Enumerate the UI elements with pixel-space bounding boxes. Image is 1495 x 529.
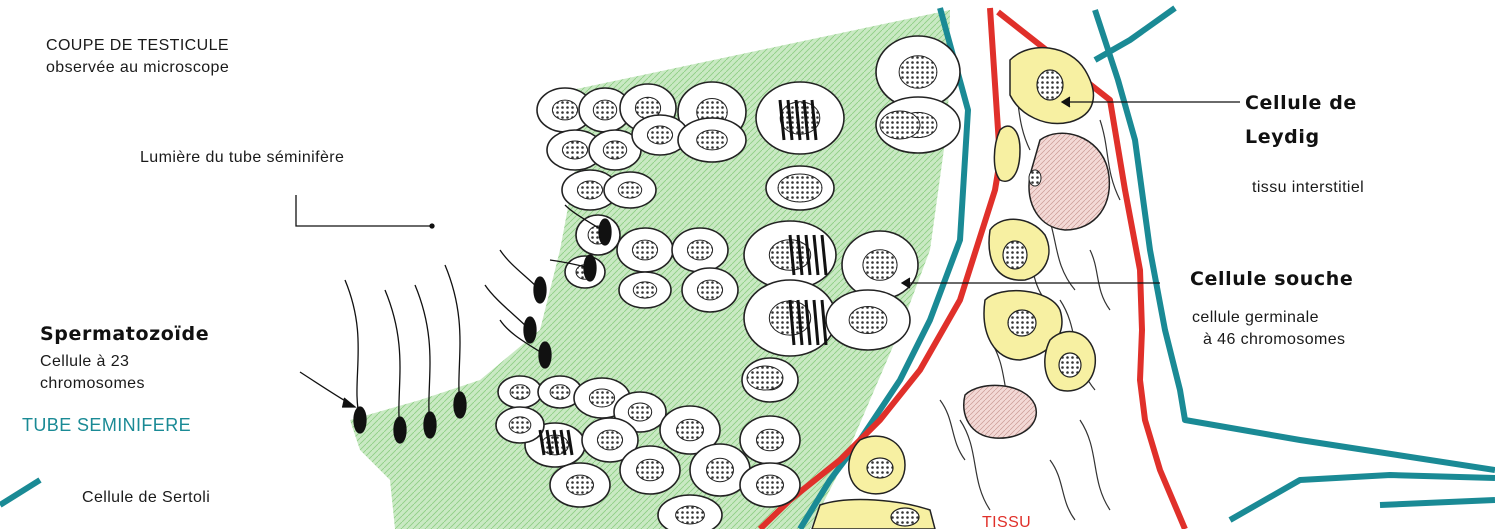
dotted-nucleus-icon (676, 506, 705, 524)
tube-label: TUBE SEMINIFERE (22, 416, 191, 435)
stem-cell-label: Cellule souche (1190, 270, 1353, 289)
dotted-nucleus-icon (778, 174, 822, 202)
sperm-cell-icon (454, 392, 466, 418)
spermatozoid-sub2: chromosomes (40, 374, 145, 393)
dotted-nucleus-icon (562, 141, 587, 159)
dotted-nucleus-icon (899, 56, 937, 88)
sperm-cell-icon (424, 412, 436, 438)
dotted-nucleus-icon (697, 130, 728, 150)
germinal-label-1: cellule germinale (1192, 308, 1319, 327)
dotted-nucleus-icon (510, 385, 530, 399)
dotted-nucleus-icon (618, 182, 641, 198)
dotted-nucleus-icon (628, 403, 651, 421)
small-nucleus (1029, 170, 1041, 186)
dotted-nucleus-icon (849, 307, 887, 334)
dotted-nucleus-icon (880, 111, 920, 139)
dotted-nucleus-icon (589, 389, 614, 407)
dotted-nucleus-icon (603, 141, 626, 159)
dotted-nucleus-icon (633, 282, 656, 298)
dotted-nucleus-icon (863, 250, 897, 281)
dotted-nucleus-icon (597, 430, 622, 450)
dotted-nucleus-icon (632, 240, 657, 260)
sperm-tail (445, 265, 460, 405)
section-title: COUPE DE TESTICULE (46, 36, 229, 55)
tissue-label: TISSU (982, 513, 1031, 529)
leydig-label-2: Leydig (1245, 128, 1320, 147)
dotted-nucleus-icon (677, 419, 704, 441)
dotted-nucleus-icon (509, 417, 531, 433)
section-subtitle: observée au microscope (46, 58, 229, 77)
spermatozoid-label: Spermatozoïde (40, 325, 209, 344)
spermatozoid-sub1: Cellule à 23 (40, 352, 129, 371)
dotted-nucleus-icon (567, 475, 594, 495)
lumen-label: Lumière du tube séminifère (140, 148, 344, 167)
sperm-tail (345, 280, 360, 420)
leydig-label-1: Cellule de (1245, 94, 1357, 113)
dotted-nucleus-icon (647, 126, 672, 144)
dotted-nucleus-icon (552, 100, 577, 120)
dotted-nucleus-icon (747, 366, 783, 390)
sertoli-label: Cellule de Sertoli (82, 488, 210, 507)
sperm-cell-icon (524, 317, 536, 343)
sperm-cell-icon (539, 342, 551, 368)
sperm-tail (485, 285, 530, 330)
sperm-cell-icon (599, 219, 611, 245)
germinal-label-2: à 46 chromosomes (1203, 330, 1345, 349)
sperm-cell-icon (394, 417, 406, 443)
dotted-nucleus-icon (637, 459, 664, 481)
dotted-nucleus-icon (577, 181, 602, 199)
dotted-nucleus-icon (757, 429, 784, 451)
sperm-cell-icon (354, 407, 366, 433)
dotted-nucleus-icon (593, 100, 616, 120)
interstitial-label: tissu interstitiel (1252, 178, 1364, 197)
dotted-nucleus-icon (707, 458, 734, 481)
sperm-cell-icon (584, 255, 596, 281)
dotted-nucleus-icon (687, 240, 712, 260)
sperm-cell-icon (534, 277, 546, 303)
dotted-nucleus-icon (697, 280, 722, 300)
dotted-nucleus-icon (757, 475, 784, 495)
dotted-nucleus-icon (550, 385, 570, 399)
